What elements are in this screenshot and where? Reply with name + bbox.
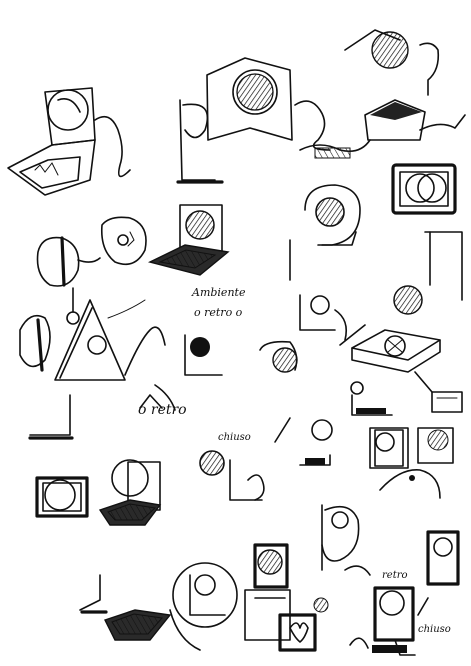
sketch-left-stands: o retro [28,384,187,440]
sketch-bottom-right-stand: retro chiuso [349,570,451,656]
annotation-o-retro-o: o retro o [194,306,243,319]
sketch-stand-group-right [350,371,463,416]
sketch-panel-box-center [147,204,230,276]
sketch-bottom-left-stand [79,574,172,641]
sketch-round-face-left [36,236,101,325]
sketch-tall-stand-center [98,459,162,526]
sketch-tablet-with-knob [100,216,147,266]
annotation-retro: retro [382,570,408,581]
annotation-ambiente: Ambiente [191,286,246,299]
annotation-chiuso-2: chiuso [418,624,451,635]
sketch-heart-box [278,597,329,652]
sketch-wall-fragment-right [289,231,463,301]
sketch-frame-with-double-disc [391,163,457,215]
sketch-triangle-sculpture [19,299,166,381]
sketch-hatched-disc-mid [199,450,265,501]
sketch-frames-with-knob [369,427,454,499]
sketch-chiuso-note: chiuso [218,417,333,466]
sketch-standing-panel-with-disc [176,57,331,184]
sketch-box-with-cross-disc [339,285,441,373]
annotation-o-retro: o retro [138,402,187,418]
sketch-hatched-disc-with-stand [304,184,361,246]
sketch-tall-figure-right [321,504,371,576]
annotation-chiuso-1: chiuso [218,432,251,443]
sketch-panel-far-right [426,530,460,586]
sketch-box-with-hatched-disc [244,543,291,641]
sketch-l-frame-with-disc [184,334,298,376]
sketch-small-l-frame [299,294,348,341]
sketch-open-box-with-disc [7,87,131,196]
sketch-corner-disc [299,29,466,159]
sketch-large-circle-frame [169,562,238,651]
sketch-framed-disc-left [35,476,89,518]
